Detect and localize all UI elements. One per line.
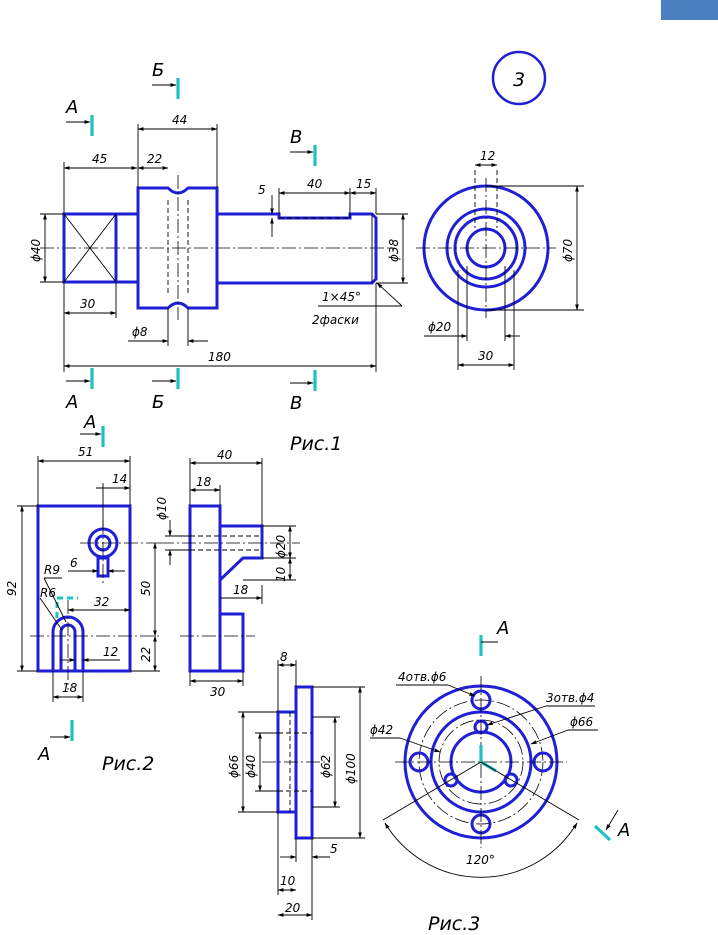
dim-30-side: 30 bbox=[210, 685, 226, 699]
dim-30b: 30 bbox=[478, 349, 494, 363]
variant-badge: 3 bbox=[491, 50, 547, 106]
dim-phi42: ϕ42 bbox=[370, 723, 393, 737]
dim-45: 45 bbox=[92, 152, 107, 166]
dim-20-f3: 20 bbox=[285, 901, 301, 915]
mark-v-top: В bbox=[290, 127, 302, 148]
dim-phi70: ϕ70 bbox=[561, 238, 575, 262]
dim-phi20: ϕ20 bbox=[274, 534, 288, 558]
dim-40: 40 bbox=[307, 177, 323, 191]
mark-b-top: Б bbox=[152, 60, 164, 81]
dim-30: 30 bbox=[80, 297, 96, 311]
dim-18c: 18 bbox=[233, 583, 249, 597]
mark-a-fig2-bottom: А bbox=[37, 744, 50, 765]
dim-10-f3: 10 bbox=[280, 874, 296, 888]
dim-180: 180 bbox=[208, 350, 231, 364]
dim-holes4: 4отв.ϕ6 bbox=[398, 670, 447, 684]
dim-phi66b: ϕ66 bbox=[570, 715, 594, 729]
dim-r6: R6 bbox=[40, 586, 56, 600]
fig3-front-dimensions: 4отв.ϕ6 3отв.ϕ4 ϕ42 ϕ66 120° bbox=[370, 670, 598, 878]
dim-12: 12 bbox=[480, 149, 495, 163]
dim-r9: R9 bbox=[44, 563, 60, 577]
caption-fig2: Рис.2 bbox=[102, 753, 154, 775]
dim-8: 8 bbox=[280, 650, 288, 664]
dim-22: 22 bbox=[147, 152, 162, 166]
fig2-side-dimensions: 40 18 ϕ10 ϕ20 10 18 30 bbox=[155, 448, 296, 699]
dim-phi66: ϕ66 bbox=[227, 754, 241, 778]
dim-angle: 120° bbox=[466, 853, 495, 867]
fig1-end-view: 12 ϕ70 ϕ20 30 bbox=[416, 149, 584, 370]
dim-phi62: ϕ62 bbox=[319, 755, 333, 778]
dim-6: 6 bbox=[70, 556, 78, 570]
mark-a-fig3-top: А bbox=[496, 618, 509, 639]
dim-92: 92 bbox=[5, 581, 19, 596]
dim-chamfer: 1×45° bbox=[322, 290, 361, 304]
fig3-flange-side bbox=[262, 685, 330, 840]
dim-phi20: ϕ20 bbox=[428, 320, 452, 334]
mark-b-bottom: Б bbox=[152, 392, 164, 413]
variant-number: 3 bbox=[513, 69, 525, 91]
fig1-shaft bbox=[40, 175, 395, 320]
mark-a-bottom: А bbox=[65, 392, 78, 413]
dim-phi10: ϕ10 bbox=[155, 496, 169, 520]
mark-a-fig3-right: А bbox=[617, 820, 630, 841]
corner-tab bbox=[661, 0, 718, 20]
dim-22: 22 bbox=[139, 647, 153, 662]
dim-5-f3: 5 bbox=[330, 842, 338, 856]
fig2-dimensions: 51 14 92 R9 R6 6 32 50 22 12 18 bbox=[5, 445, 160, 702]
fig2-bracket-side bbox=[160, 504, 300, 673]
dim-10: 10 bbox=[274, 566, 288, 582]
dim-phi38: ϕ38 bbox=[387, 238, 401, 262]
dim-5: 5 bbox=[258, 183, 266, 197]
dim-18-side: 18 bbox=[196, 475, 212, 489]
fig2-section-marks: А А bbox=[37, 412, 105, 765]
caption-fig1: Рис.1 bbox=[290, 433, 342, 455]
dim-40-side: 40 bbox=[217, 448, 233, 462]
mark-a-fig2-top: А bbox=[83, 412, 96, 433]
dim-phi100: ϕ100 bbox=[344, 753, 358, 784]
caption-fig3: Рис.3 bbox=[428, 913, 480, 935]
fig3-section-marks: А А bbox=[479, 618, 630, 842]
mark-a-top: А bbox=[65, 97, 78, 118]
dim-51: 51 bbox=[78, 445, 93, 459]
dim-chamfer-count: 2фаски bbox=[312, 313, 359, 327]
dim-holes3: 3отв.ϕ4 bbox=[546, 691, 594, 705]
dim-phi40-f3: ϕ40 bbox=[244, 754, 258, 778]
fig1-section-marks: А Б В А Б В bbox=[65, 60, 317, 414]
dim-phi8: ϕ8 bbox=[132, 325, 148, 339]
dim-32: 32 bbox=[94, 595, 109, 609]
fig3-flange-front bbox=[395, 676, 567, 848]
dim-15: 15 bbox=[356, 177, 371, 191]
dim-44: 44 bbox=[172, 113, 187, 127]
dim-18: 18 bbox=[62, 681, 78, 695]
fig1-dimensions: 45 22 44 5 40 15 ϕ40 ϕ38 30 bbox=[29, 113, 408, 372]
dim-50: 50 bbox=[139, 580, 153, 596]
dim-12: 12 bbox=[103, 645, 118, 659]
mark-v-bottom: В bbox=[290, 393, 302, 414]
dim-14: 14 bbox=[112, 472, 127, 486]
fig3-side-dimensions: 8 ϕ66 ϕ40 ϕ62 ϕ100 5 10 20 bbox=[227, 650, 365, 920]
dim-phi40: ϕ40 bbox=[29, 238, 43, 262]
